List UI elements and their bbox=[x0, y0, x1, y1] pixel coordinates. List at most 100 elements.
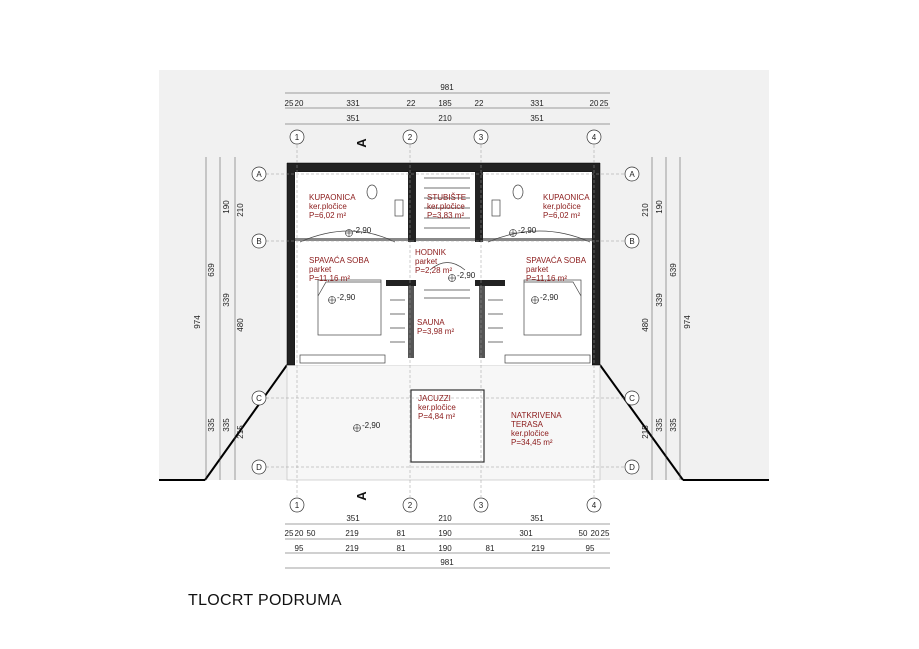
room-area: P=6,02 m² bbox=[543, 211, 580, 220]
dim-top: 22 bbox=[475, 99, 484, 108]
room-hodnik: HODNIK parket P=2,28 m² bbox=[415, 248, 452, 275]
room-kupaonica-left: KUPAONICA ker.pločice P=6,02 m² bbox=[309, 193, 356, 220]
dim-bottom: 210 bbox=[438, 514, 452, 523]
room-finish: ker.pločice bbox=[511, 429, 549, 438]
grid-col-label: 3 bbox=[479, 133, 484, 142]
dim-bottom: 190 bbox=[438, 529, 452, 538]
room-area: P=3,83 m² bbox=[427, 211, 464, 220]
dim-bottom: 20 bbox=[295, 529, 304, 538]
building-walls bbox=[286, 162, 601, 366]
room-sauna: SAUNA P=3,98 m² bbox=[417, 318, 454, 336]
room-name: SAUNA bbox=[417, 318, 445, 327]
dim-side: 339 bbox=[655, 293, 664, 307]
room-finish: ker.pločice bbox=[543, 202, 581, 211]
room-name: SPAVAĆA SOBA bbox=[309, 256, 370, 265]
grid-col-label: 4 bbox=[592, 501, 597, 510]
dim-bottom: 25 bbox=[601, 529, 610, 538]
dim-side: 639 bbox=[669, 263, 678, 277]
grid-col-label: 4 bbox=[592, 133, 597, 142]
dim-side: 215 bbox=[236, 425, 245, 439]
dim-side: 639 bbox=[207, 263, 216, 277]
section-mark-bottom: A bbox=[354, 491, 369, 501]
dim-top: 20 bbox=[295, 99, 304, 108]
dim-bottom: 95 bbox=[586, 544, 595, 553]
room-name: KUPAONICA bbox=[543, 193, 590, 202]
grid-row-label: A bbox=[256, 170, 262, 179]
room-name: SPAVAĆA SOBA bbox=[526, 256, 587, 265]
dim-bottom: 219 bbox=[531, 544, 545, 553]
dim-top-total: 981 bbox=[440, 83, 454, 92]
dim-side: 339 bbox=[222, 293, 231, 307]
level-label: -2,90 bbox=[362, 421, 381, 430]
dim-side: 190 bbox=[222, 200, 231, 214]
grid-axis-lines bbox=[266, 145, 627, 497]
dim-top: 351 bbox=[530, 114, 544, 123]
dim-side: 335 bbox=[669, 418, 678, 432]
dim-bottom: 81 bbox=[397, 544, 406, 553]
room-finish: ker.pločice bbox=[309, 202, 347, 211]
level-label: -2,90 bbox=[457, 271, 476, 280]
dim-bottom: 351 bbox=[530, 514, 544, 523]
dim-bottom: 25 bbox=[285, 529, 294, 538]
dim-side: 215 bbox=[641, 425, 650, 439]
room-terasa: NATKRIVENA TERASA ker.pločice P=34,45 m² bbox=[511, 411, 562, 447]
level-label: -2,90 bbox=[540, 293, 559, 302]
dimension-lines bbox=[205, 92, 681, 569]
room-area: P=2,28 m² bbox=[415, 266, 452, 275]
dim-bottom: 301 bbox=[519, 529, 533, 538]
room-name: KUPAONICA bbox=[309, 193, 356, 202]
dim-bottom: 95 bbox=[295, 544, 304, 553]
ground-lines bbox=[159, 364, 769, 481]
room-spavaca-right: SPAVAĆA SOBA parket P=11,16 m² bbox=[526, 256, 587, 283]
level-marker-icons bbox=[328, 229, 539, 432]
level-label: -2,90 bbox=[337, 293, 356, 302]
grid-row-label: A bbox=[629, 170, 635, 179]
room-area: P=11,16 m² bbox=[309, 274, 350, 283]
dim-bottom-total: 981 bbox=[440, 558, 454, 567]
grid-col-label: 2 bbox=[408, 133, 413, 142]
dim-bottom: 219 bbox=[345, 544, 359, 553]
grid-row-label: B bbox=[629, 237, 634, 246]
room-spavaca-left: SPAVAĆA SOBA parket P=11,16 m² bbox=[309, 256, 370, 283]
room-finish: parket bbox=[309, 265, 332, 274]
section-mark-top: A bbox=[354, 138, 369, 148]
room-name: HODNIK bbox=[415, 248, 447, 257]
grid-row-label: C bbox=[629, 394, 635, 403]
dim-side: 210 bbox=[236, 203, 245, 217]
grid-col-label: 1 bbox=[295, 133, 300, 142]
dim-bottom: 81 bbox=[486, 544, 495, 553]
grid-row-label: C bbox=[256, 394, 262, 403]
room-area: P=34,45 m² bbox=[511, 438, 553, 447]
dim-bottom: 81 bbox=[397, 529, 406, 538]
room-finish: ker.pločice bbox=[418, 403, 456, 412]
fixtures bbox=[299, 177, 591, 364]
room-name: STUBIŠTE bbox=[427, 193, 466, 202]
dim-side-total: 974 bbox=[683, 315, 692, 329]
jacuzzi-pool bbox=[410, 389, 485, 463]
dim-side-total: 974 bbox=[193, 315, 202, 329]
drawing-title: TLOCRT PODRUMA bbox=[188, 592, 342, 609]
room-name: NATKRIVENA bbox=[511, 411, 562, 420]
dim-top: 331 bbox=[530, 99, 544, 108]
dim-side: 480 bbox=[641, 318, 650, 332]
dim-bottom: 50 bbox=[307, 529, 316, 538]
room-finish: parket bbox=[415, 257, 438, 266]
room-finish: parket bbox=[526, 265, 549, 274]
dim-top: 185 bbox=[438, 99, 452, 108]
dim-side: 210 bbox=[641, 203, 650, 217]
room-finish: ker.pločice bbox=[427, 202, 465, 211]
room-area: P=6,02 m² bbox=[309, 211, 346, 220]
dim-top: 331 bbox=[346, 99, 360, 108]
room-stubiste: STUBIŠTE ker.pločice P=3,83 m² bbox=[427, 193, 466, 220]
room-name-2: TERASA bbox=[511, 420, 544, 429]
grid-col-label: 2 bbox=[408, 501, 413, 510]
room-jacuzzi: JACUZZI ker.pločice P=4,84 m² bbox=[418, 394, 456, 421]
dim-side: 335 bbox=[207, 418, 216, 432]
dim-side: 480 bbox=[236, 318, 245, 332]
grid-row-label: B bbox=[256, 237, 261, 246]
grid-col-label: 3 bbox=[479, 501, 484, 510]
level-label: -2,90 bbox=[518, 226, 537, 235]
dim-bottom: 351 bbox=[346, 514, 360, 523]
dim-bottom: 50 bbox=[579, 529, 588, 538]
dim-top: 25 bbox=[285, 99, 294, 108]
